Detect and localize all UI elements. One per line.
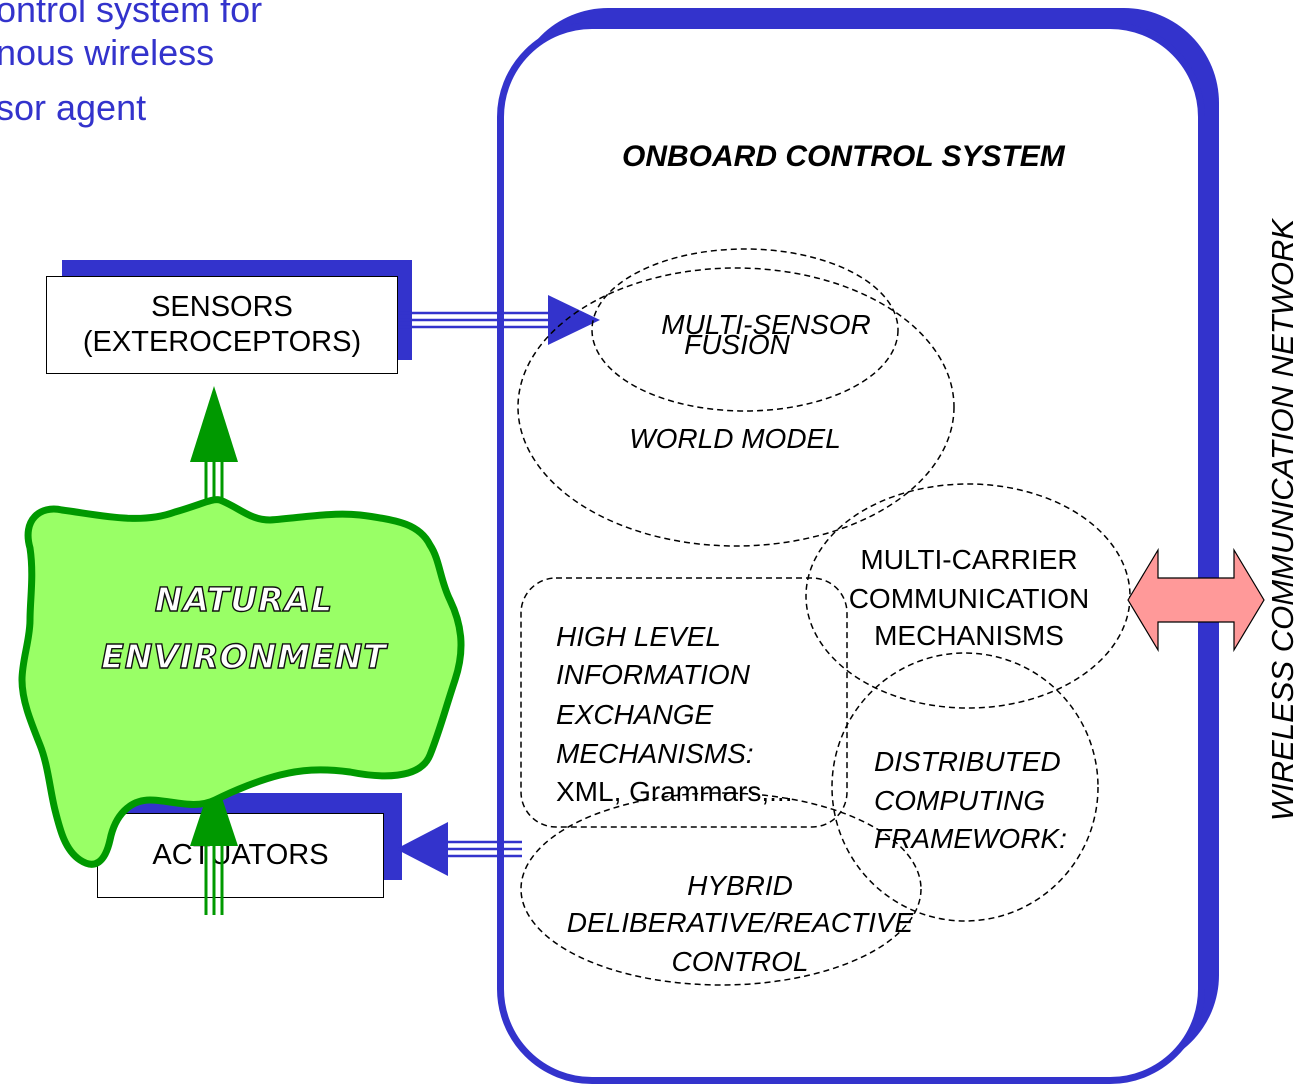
world-model-ellipse <box>517 267 955 547</box>
hybrid-control-ellipse <box>520 792 922 986</box>
control-label-line-2: DELIBERATIVE/REACTIVE <box>566 907 914 938</box>
distributed-label-line-2: COMPUTING <box>874 785 1046 816</box>
control-to-actuators-arrow <box>396 822 522 876</box>
actuators-box: ACTUATORS <box>97 813 384 898</box>
info-exchange-label-line-1: HIGH LEVEL <box>556 621 721 652</box>
fusion-label-line-1: MULTI-SENSOR <box>661 309 871 340</box>
multi-sensor-fusion-ellipse <box>591 248 899 412</box>
sensors-label-line-1: SENSORS <box>151 291 293 323</box>
environment-label-line-2: ENVIRONMENT <box>101 637 388 676</box>
fusion-label-line-2: FUSION <box>684 329 790 360</box>
environment-to-sensors-arrow <box>190 386 238 515</box>
network-link-double-arrow <box>1127 547 1265 653</box>
sensors-box: SENSORS (EXTEROCEPTORS) <box>46 276 398 374</box>
carrier-label-line-3: MECHANISMS <box>874 620 1064 651</box>
carrier-label-line-2: COMMUNICATION <box>848 583 1090 614</box>
control-label-line-3: CONTROL <box>671 946 809 977</box>
onboard-control-frame <box>497 22 1205 1084</box>
info-exchange-box <box>520 577 848 828</box>
slide-title-line-2: nous wireless <box>0 32 215 73</box>
sensors-to-fusion-arrow <box>398 295 600 345</box>
slide-title-line-1: ontrol system for <box>0 0 263 30</box>
onboard-title: ONBOARD CONTROL SYSTEM <box>622 140 1065 173</box>
world-model-label: WORLD MODEL <box>629 423 841 454</box>
info-exchange-label-line-3: EXCHANGE <box>556 699 714 730</box>
carrier-label-line-1: MULTI-CARRIER <box>860 544 1078 575</box>
environment-label-line-1: NATURAL <box>155 580 333 619</box>
info-exchange-label-line-2: INFORMATION <box>556 659 750 690</box>
info-exchange-label-line-4: MECHANISMS: <box>556 738 754 769</box>
wireless-network-label: WIRELESS COMMUNICATION NETWORK <box>1265 218 1300 822</box>
distributed-label-line-1: DISTRIBUTED <box>874 746 1061 777</box>
distributed-label-line-3: FRAMEWORK: <box>874 823 1067 854</box>
slide-title-line-3: sor agent <box>0 87 147 128</box>
sensors-label-line-2: (EXTEROCEPTORS) <box>82 326 362 358</box>
actuators-to-environment-arrow <box>190 774 238 915</box>
actuators-label: ACTUATORS <box>152 839 329 871</box>
distributed-computing-ellipse <box>831 652 1099 922</box>
natural-environment-blob <box>18 496 465 868</box>
control-label-line-1: HYBRID <box>687 870 793 901</box>
info-exchange-label-line-5: XML, Grammars,... <box>556 776 793 807</box>
